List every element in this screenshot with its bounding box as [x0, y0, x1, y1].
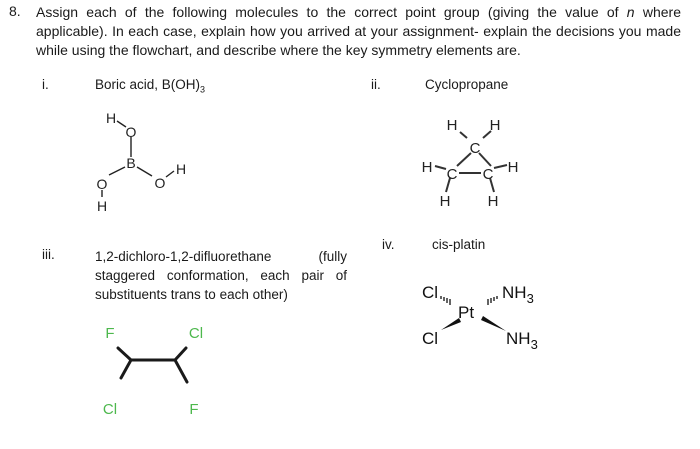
cisplatin-structure: Cl Pt Cl NH3 NH3 [422, 283, 538, 352]
atom-h: H [97, 198, 107, 214]
cyclopropane-structure: H H C H C C H H H [422, 117, 519, 210]
atom-o: O [126, 124, 137, 140]
n-symbol: n [626, 4, 635, 20]
atom-nh3: NH3 [502, 283, 534, 306]
atom-o: O [97, 176, 108, 192]
atom-h: H [106, 110, 116, 126]
boric-acid-structure: H O B O O H H [97, 110, 187, 214]
atom-nh3: NH3 [506, 329, 538, 352]
atom-h: H [447, 117, 458, 134]
atom-h: H [422, 159, 433, 176]
atom-o: O [155, 175, 166, 191]
part-iii-label: 1,2-dichloro-1,2-difluorethane (fully st… [95, 249, 347, 302]
part-iii-numeral: iii. [42, 247, 55, 262]
atom-h: H [176, 161, 186, 177]
atom-h: H [440, 193, 451, 210]
atom-h: H [490, 117, 501, 134]
atom-c: C [483, 166, 494, 183]
part-ii-label: Cyclopropane [425, 77, 509, 92]
question-text: Assign each of the following molecules t… [36, 4, 681, 58]
dichlorodifluoroethane-structure: F Cl Cl F [103, 325, 203, 418]
atom-c: C [447, 166, 458, 183]
atom-cl: Cl [422, 283, 438, 302]
atom-cl: Cl [189, 325, 203, 342]
part-ii-numeral: ii. [371, 77, 381, 92]
atom-c: C [470, 140, 481, 157]
atom-pt: Pt [458, 303, 474, 322]
atom-cl: Cl [422, 329, 438, 348]
question-number: 8. [9, 3, 21, 19]
part-i-label: Boric acid, B(OH)3 [95, 77, 206, 95]
part-i-numeral: i. [42, 77, 49, 92]
part-iv-numeral: iv. [382, 237, 395, 252]
atom-f: F [105, 325, 114, 342]
atom-h: H [488, 193, 499, 210]
part-iv-label: cis-platin [432, 237, 486, 252]
atom-b: B [126, 155, 135, 171]
atom-f: F [189, 401, 198, 418]
atom-cl: Cl [103, 401, 117, 418]
atom-h: H [508, 159, 519, 176]
